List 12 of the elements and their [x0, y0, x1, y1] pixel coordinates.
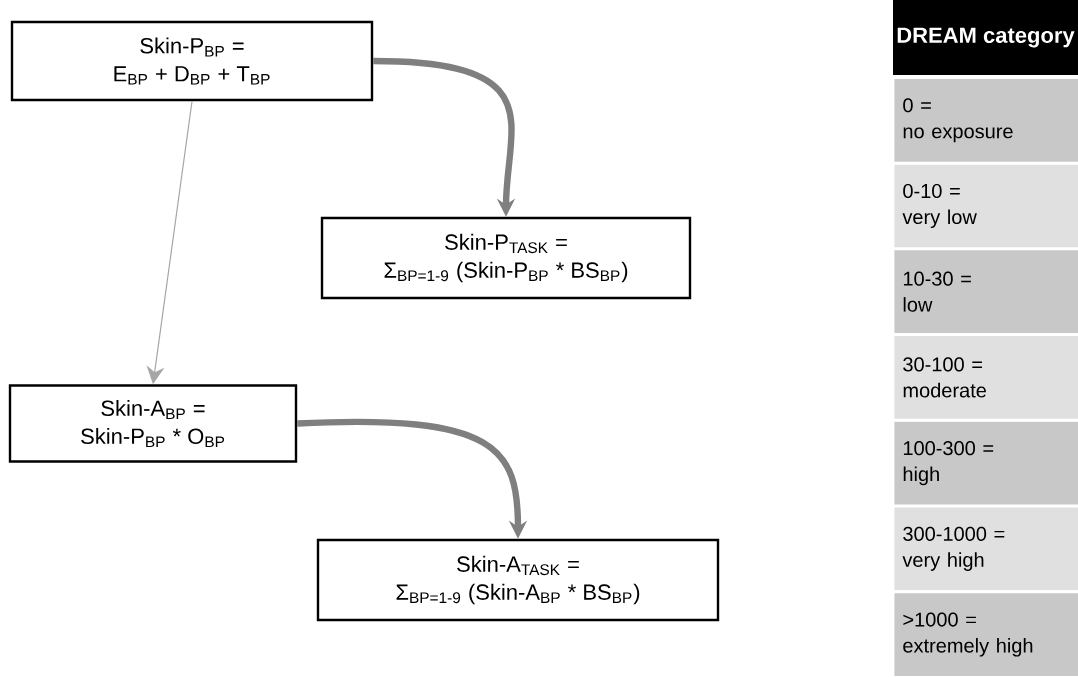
table-cell: 0 = no exposure [894, 78, 1078, 162]
formula-box: Skin-A$_{BP}$ = Skin-P$_{BP}$ * O$_{BP}$ [8, 384, 298, 463]
table-cell: >1000 = extremely high [894, 593, 1078, 676]
formula-box: Skin-P$_{TASK}$ = Σ$_{BP=1-9}$ (Skin-P$_{BP}$ * BS$_{BP}$) [320, 216, 692, 300]
table-cell: 100-300 = high [894, 421, 1078, 505]
formula-box: Skin-P$_{BP}$ = E$_{BP}$ + D$_{BP}$ + T$_{BP}$ [10, 20, 374, 102]
table-cell: 0-10 = very low [894, 164, 1078, 248]
formula-box: Skin-A$_{TASK}$ = Σ$_{BP=1-9}$ (Skin-A$_{BP}$ * BS$_{BP}$) [316, 538, 720, 622]
table-cell: 300-1000 = very high [894, 507, 1078, 591]
table-header: DREAM category [893, 0, 1078, 75]
table-cell: 30-100 = moderate [894, 336, 1078, 419]
table-cell: 10-30 = low [894, 250, 1078, 334]
